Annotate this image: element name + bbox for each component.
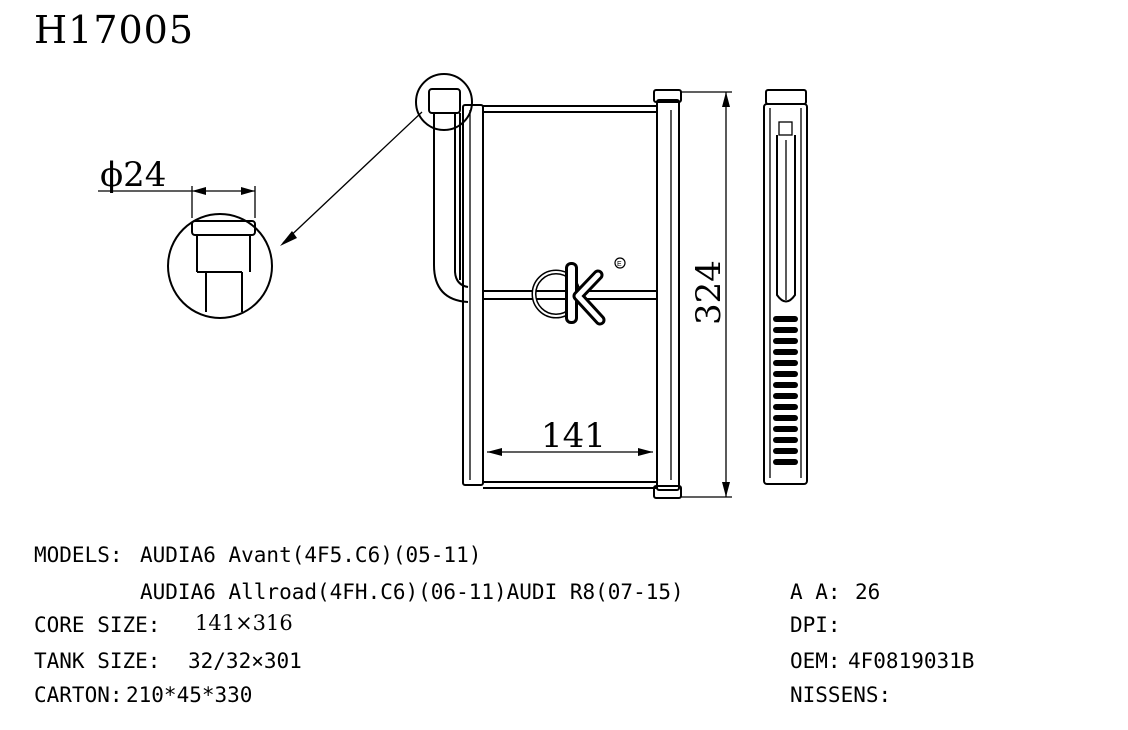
side-tube-slot [773, 448, 798, 454]
side-tube-slot [773, 360, 798, 366]
carton-value: 210*45*330 [126, 683, 253, 707]
detail-leader-line [282, 111, 423, 244]
registered-mark: E [617, 261, 622, 268]
side-view [763, 89, 808, 485]
aa-value: 26 [855, 580, 881, 604]
core-size-value: 141×316 [195, 611, 293, 635]
side-tube-slot [773, 404, 798, 410]
tank-size-value: 32/32×301 [188, 649, 302, 673]
side-tube-slot [773, 459, 798, 465]
side-tube-slot [773, 349, 798, 355]
side-tube-slot [773, 415, 798, 421]
dpi-label: DPI: [790, 613, 841, 637]
core-size-label: CORE SIZE: [34, 613, 161, 637]
side-view-tubes [773, 316, 798, 465]
height-label: 324 [689, 260, 729, 325]
pipe-detail-view: ϕ24 [98, 155, 273, 319]
part-number: H17005 [34, 8, 195, 52]
oem-value: 4F0819031B [848, 649, 975, 673]
models-line-2: AUDIA6 Allroad(4FH.C6)(06-11)AUDI R8(07-… [140, 580, 684, 604]
carton-label: CARTON: [34, 683, 123, 707]
front-view: 141 324 [415, 73, 732, 499]
side-tube-slot [773, 382, 798, 388]
side-tube-slot [773, 316, 798, 322]
side-tube-slot [773, 437, 798, 443]
models-label: MODELS: [34, 543, 123, 567]
aa-label: A A: [790, 580, 841, 604]
diameter-label: ϕ24 [100, 155, 166, 195]
width-label: 141 [541, 416, 606, 456]
side-tube-slot [773, 327, 798, 333]
side-tube-slot [773, 393, 798, 399]
side-tube-slot [773, 426, 798, 432]
oem-label: OEM: [790, 649, 841, 673]
models-line-1: AUDIA6 Avant(4F5.C6)(05-11) [140, 543, 482, 567]
tank-size-label: TANK SIZE: [34, 649, 161, 673]
nissens-label: NISSENS: [790, 683, 892, 707]
ck-logo: E [531, 257, 626, 326]
side-tube-slot [773, 338, 798, 344]
side-tube-slot [773, 371, 798, 377]
